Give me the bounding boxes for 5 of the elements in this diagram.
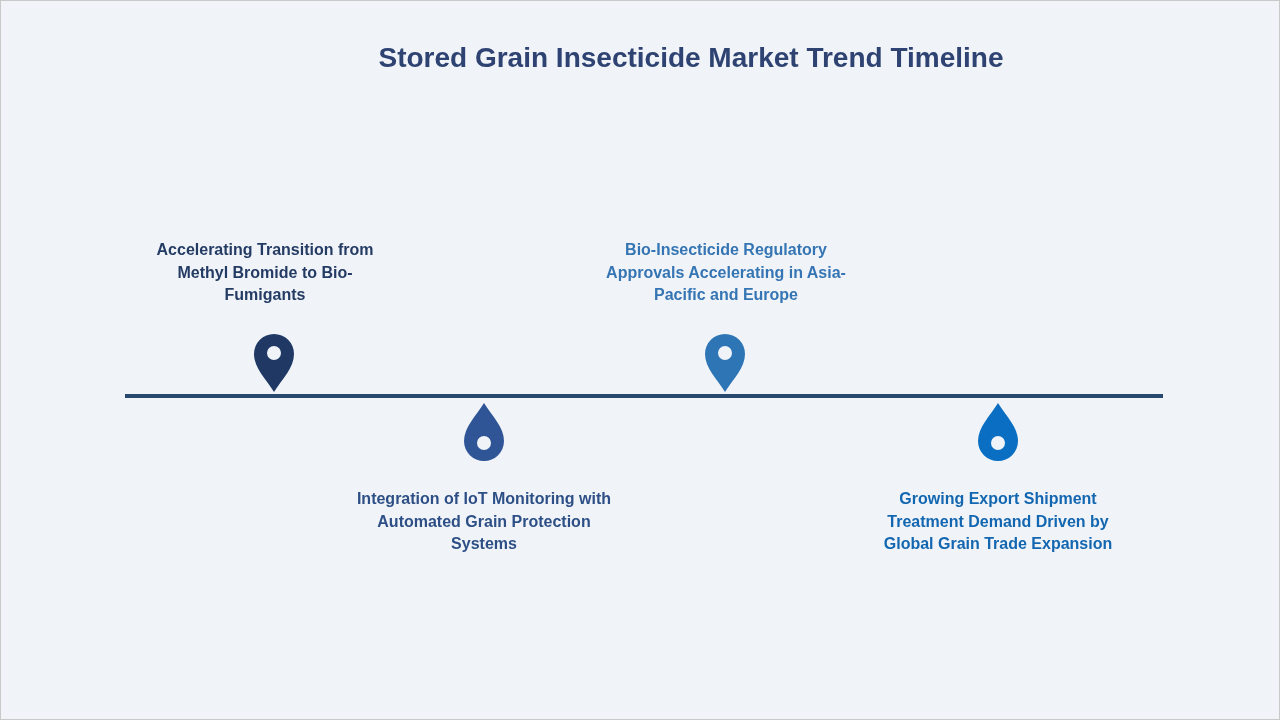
milestone-text: Bio-Insecticide Regulatory Approvals Accelerating in Asia-Pacific and Europe: [605, 240, 847, 305]
milestone-text: Accelerating Transition from Methyl Bromide to Bio-Fumigants: [155, 240, 375, 305]
milestone-text: Integration of IoT Monitoring with Automated Grain Protection Systems: [355, 489, 613, 554]
diagram-title: Stored Grain Insecticide Market Trend Timeline: [377, 41, 1005, 75]
milestone-text: Growing Export Shipment Treatment Demand Driven by Global Grain Trade Expansion: [882, 489, 1114, 554]
